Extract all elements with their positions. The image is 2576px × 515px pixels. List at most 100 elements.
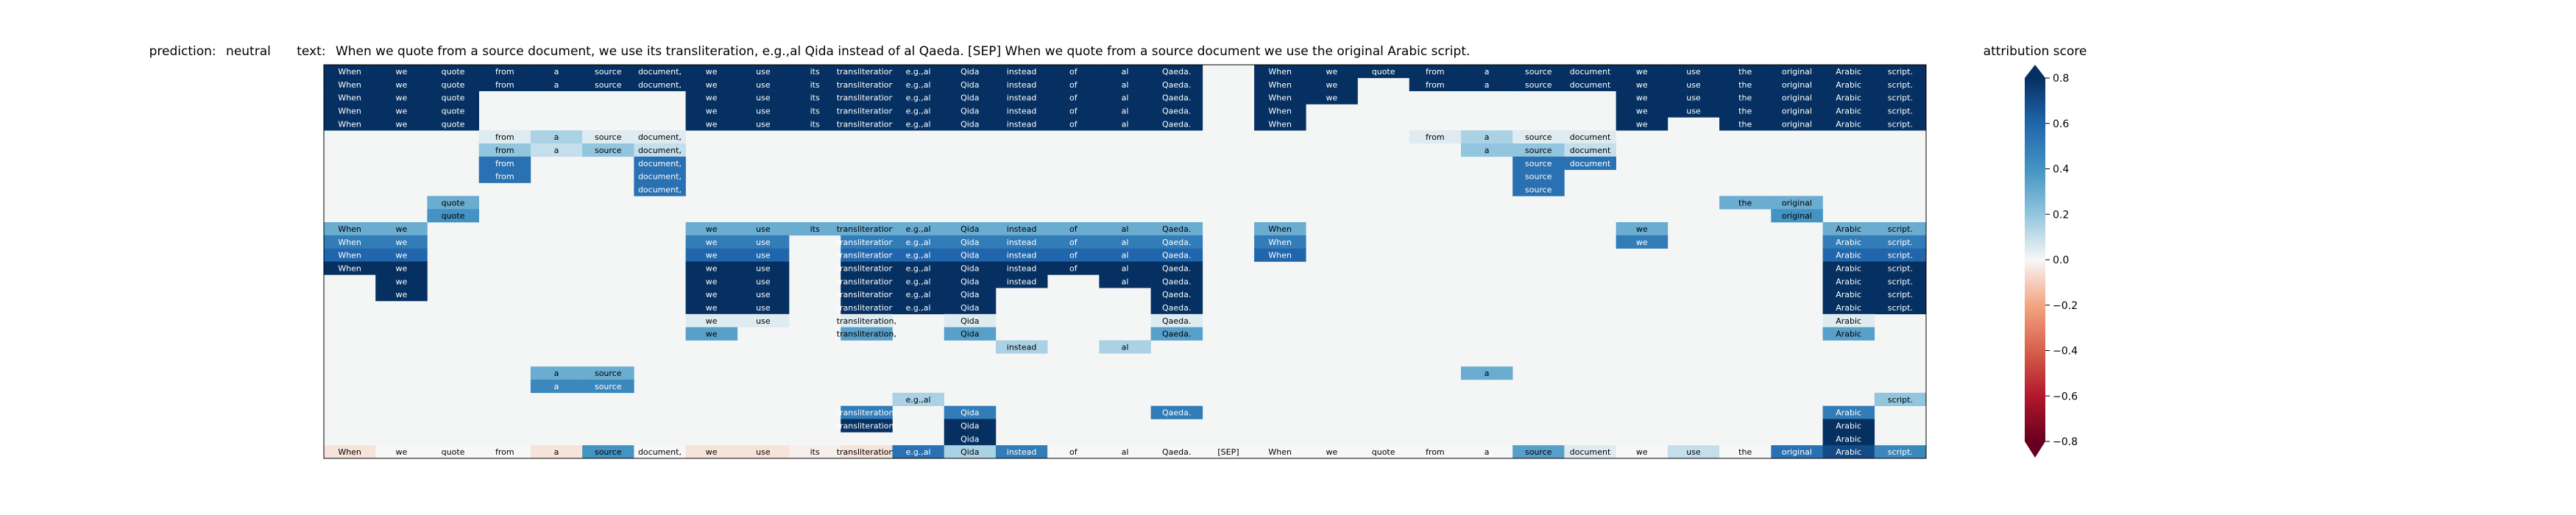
heatmap-cell-label: When bbox=[338, 251, 361, 260]
heatmap-cell-label: al bbox=[1122, 93, 1129, 103]
heatmap-cell bbox=[1099, 117, 1151, 131]
heatmap-cell-label: use bbox=[756, 93, 771, 103]
heatmap-cell bbox=[1667, 104, 1720, 118]
heatmap-cell bbox=[1512, 130, 1565, 144]
heatmap-cell-label: from bbox=[495, 67, 514, 77]
heatmap-cell-label: original bbox=[1782, 67, 1812, 77]
heatmap-cell-label: Qida bbox=[960, 277, 979, 286]
heatmap-cell bbox=[1874, 288, 1927, 302]
heatmap-cell-label: e.g.,al bbox=[906, 277, 931, 286]
heatmap-cell-label: instead bbox=[1007, 263, 1037, 273]
heatmap-cell-label: al bbox=[1122, 277, 1129, 286]
heatmap-cell-label: transliteration, bbox=[837, 93, 896, 103]
heatmap-cell-label: Qaeda. bbox=[1162, 251, 1191, 260]
heatmap-cell-label: use bbox=[756, 303, 771, 313]
heatmap-cell-label: source bbox=[1525, 146, 1552, 155]
heatmap-cell-label: transliteration, bbox=[837, 119, 896, 129]
heatmap-cell bbox=[789, 222, 841, 236]
heatmap-cell bbox=[324, 104, 376, 118]
heatmap-cell-label: original bbox=[1782, 93, 1812, 103]
colorbar-tick-label: −0.2 bbox=[2053, 300, 2078, 312]
heatmap-cell-label: we bbox=[706, 447, 718, 457]
heatmap-cell bbox=[324, 222, 376, 236]
heatmap-cell bbox=[685, 117, 738, 131]
heatmap-cell bbox=[1357, 65, 1410, 79]
heatmap-cell bbox=[1512, 156, 1565, 170]
heatmap-cell bbox=[737, 445, 790, 459]
heatmap-cell-label: we bbox=[706, 67, 718, 77]
heatmap-cell bbox=[841, 288, 893, 302]
heatmap-cell-label: use bbox=[1686, 80, 1701, 90]
heatmap-cell bbox=[1099, 222, 1151, 236]
heatmap-cell-label: script. bbox=[1888, 224, 1913, 234]
heatmap-cell-label: we bbox=[1636, 224, 1648, 234]
heatmap-cell bbox=[1254, 77, 1306, 91]
heatmap-cell-label: When bbox=[1268, 93, 1292, 103]
heatmap-cell-label: we bbox=[395, 277, 407, 286]
heatmap-cell-label: source bbox=[595, 146, 622, 155]
heatmap-cell-label: document, bbox=[638, 447, 682, 457]
heatmap-cell-label: script. bbox=[1888, 80, 1913, 90]
heatmap-cell-label: instead bbox=[1007, 224, 1037, 234]
heatmap-cell-label: of bbox=[1069, 93, 1078, 103]
heatmap-cell bbox=[737, 235, 790, 249]
heatmap-cell-label: e.g.,al bbox=[906, 290, 931, 299]
heatmap-cell-label: When bbox=[338, 80, 361, 90]
heatmap-cell bbox=[737, 65, 790, 79]
heatmap-cell-label: the bbox=[1738, 106, 1752, 116]
heatmap-cell-label: we bbox=[706, 316, 718, 326]
heatmap-cell-label: al bbox=[1122, 67, 1129, 77]
heatmap-cell bbox=[1616, 445, 1669, 459]
heatmap-cell-label: its bbox=[810, 93, 820, 103]
heatmap-cell bbox=[324, 235, 376, 249]
heatmap-cell-label: Qida bbox=[960, 67, 979, 77]
heatmap-cell-label: document, bbox=[638, 67, 682, 77]
heatmap-cell-label: script. bbox=[1888, 106, 1913, 116]
heatmap-cell-label: document bbox=[1570, 80, 1611, 90]
heatmap-cell-label: from bbox=[495, 80, 514, 90]
heatmap-cell-label: we bbox=[706, 290, 718, 299]
heatmap-cell-label: we bbox=[706, 93, 718, 103]
heatmap-cell bbox=[1564, 65, 1616, 79]
heatmap-cell-label: Arabic bbox=[1836, 238, 1861, 247]
heatmap-cell bbox=[841, 301, 893, 315]
heatmap-cell-label: instead bbox=[1007, 277, 1037, 286]
heatmap-cell-label: use bbox=[1686, 106, 1701, 116]
heatmap-cell-label: we bbox=[706, 277, 718, 286]
heatmap-cell bbox=[944, 274, 997, 288]
heatmap-cell bbox=[995, 248, 1048, 262]
heatmap-cell-label: source bbox=[595, 382, 622, 391]
heatmap-cell bbox=[1512, 445, 1565, 459]
heatmap-cell bbox=[789, 445, 841, 459]
heatmap-cell bbox=[892, 445, 945, 459]
heatmap-cell-label: a bbox=[554, 67, 559, 77]
heatmap-cell bbox=[375, 261, 428, 275]
heatmap-cell bbox=[1512, 65, 1565, 79]
heatmap-cell bbox=[634, 77, 686, 91]
heatmap-cell bbox=[685, 288, 738, 302]
heatmap-cell bbox=[1771, 65, 1823, 79]
heatmap-cell bbox=[1616, 222, 1669, 236]
heatmap-cell bbox=[634, 169, 686, 183]
heatmap-cell-label: Qaeda. bbox=[1162, 408, 1191, 418]
heatmap-cell bbox=[1099, 235, 1151, 249]
heatmap-cell bbox=[944, 419, 997, 433]
prediction-value: neutral bbox=[226, 44, 271, 59]
heatmap-cell bbox=[1874, 222, 1927, 236]
heatmap-cell bbox=[892, 301, 945, 315]
heatmap-cell bbox=[1771, 209, 1823, 223]
heatmap-cell bbox=[1719, 104, 1772, 118]
heatmap-cell-label: Qida bbox=[960, 263, 979, 273]
heatmap-cell bbox=[375, 222, 428, 236]
heatmap-cell bbox=[995, 65, 1048, 79]
heatmap-cell bbox=[582, 366, 634, 380]
heatmap-cell-label: from bbox=[1426, 80, 1445, 90]
heatmap-cell-label: quote bbox=[442, 106, 465, 116]
heatmap-cell-label: instead bbox=[1007, 447, 1037, 457]
heatmap-cell bbox=[1771, 117, 1823, 131]
heatmap-cell bbox=[1150, 104, 1203, 118]
heatmap-cell bbox=[1409, 77, 1462, 91]
heatmap-cell-label: al bbox=[1122, 238, 1129, 247]
heatmap-cell bbox=[685, 313, 738, 327]
heatmap-cell bbox=[1719, 196, 1772, 210]
